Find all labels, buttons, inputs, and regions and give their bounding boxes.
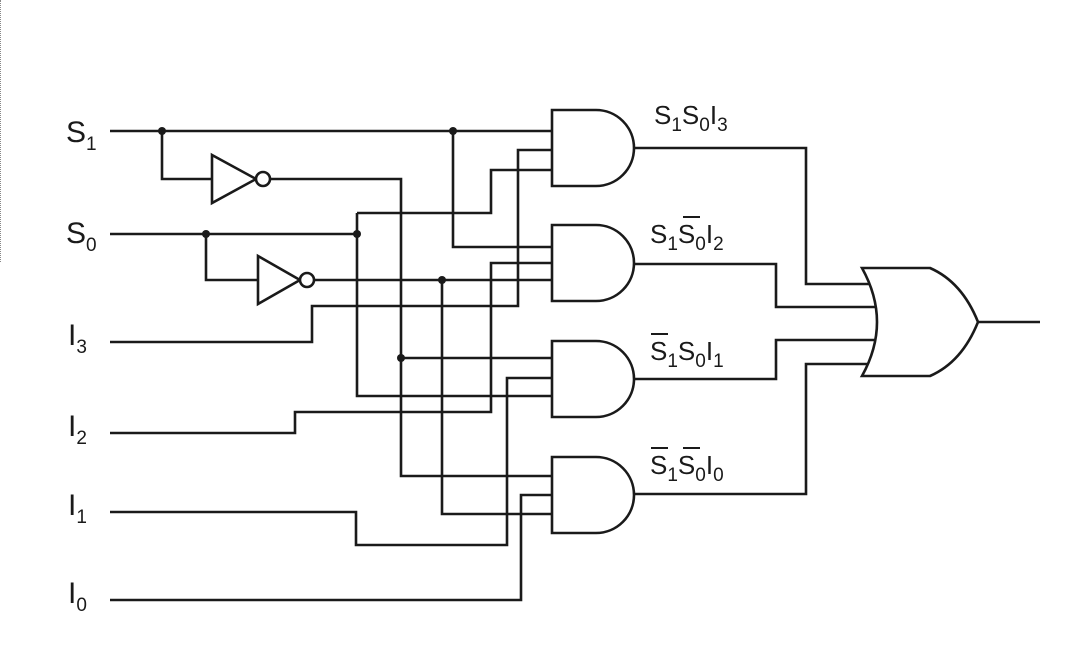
and-gate-2: [550, 223, 636, 303]
wire-s0-to-inverter: [204, 234, 258, 282]
wire-and3-out: [634, 338, 876, 381]
scan-border: [0, 0, 3, 262]
term-label-s1nots0i2: S1S0I2: [650, 219, 724, 255]
wire-nots1: [270, 177, 552, 478]
junction-dot: [353, 230, 361, 238]
wire-nots0-to-gate4: [440, 280, 552, 516]
and-gate-3: [550, 339, 636, 419]
input-label-s1: S1: [66, 116, 97, 155]
wire-i0: [110, 493, 552, 602]
input-label-i1: I1: [68, 489, 87, 528]
wire-i3: [110, 148, 552, 344]
term-label-s1s0i3: S1S0I3: [654, 100, 728, 136]
wire-and2-out: [634, 262, 876, 309]
junction-dot: [438, 276, 446, 284]
wire-and1-out: [634, 146, 872, 286]
input-label-i3: I3: [68, 319, 87, 358]
and-gate-4: [550, 455, 636, 535]
input-label-i2: I2: [68, 410, 87, 449]
wire-s1-to-gate2: [451, 131, 552, 249]
junction-dot: [202, 230, 210, 238]
wire-i1: [110, 376, 552, 547]
wire-s0-bus: [355, 213, 552, 398]
inverter-gate-s1: [210, 152, 272, 206]
input-label-i0: I0: [68, 577, 87, 616]
wire-s1-to-inverter: [160, 131, 212, 181]
junction-dot: [449, 127, 457, 135]
inverter-gate-s0: [256, 253, 316, 307]
term-label-nots1s0i1: S1S0I1: [650, 336, 724, 372]
and-gate-1: [550, 108, 636, 188]
wire-and4-out: [634, 362, 872, 496]
junction-dot: [397, 354, 405, 362]
junction-dot: [158, 127, 166, 135]
or-gate: [859, 266, 980, 378]
term-label-nots1nots0i0: S1S0I0: [650, 450, 724, 486]
wire-i2: [110, 261, 552, 435]
wire-s0-to-gate1: [357, 168, 552, 215]
input-label-s0: S0: [66, 217, 97, 256]
